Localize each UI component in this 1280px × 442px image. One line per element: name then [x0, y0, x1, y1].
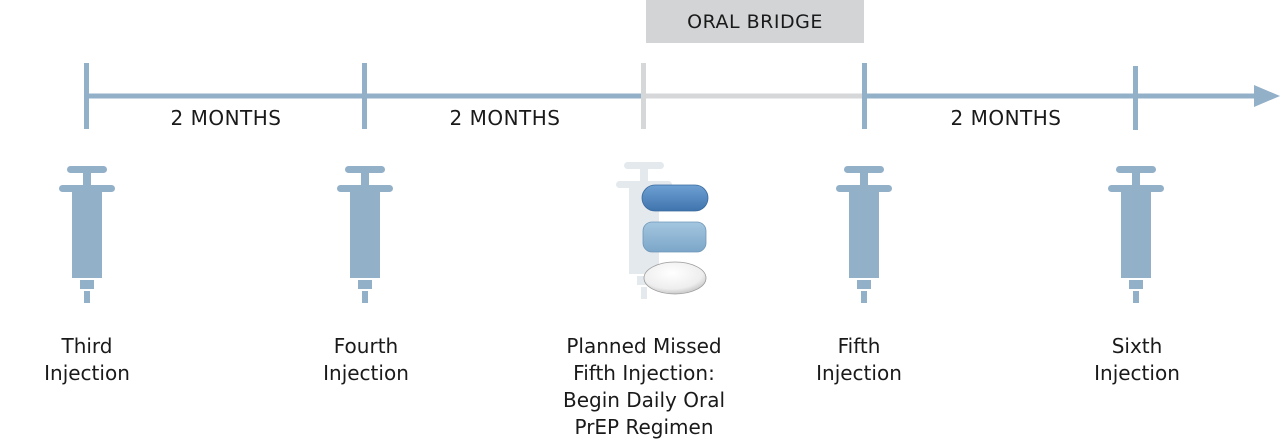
tick-missed: [641, 63, 646, 129]
caption-line: PrEP Regimen: [574, 415, 714, 439]
event-caption-third-injection: Third Injection: [44, 333, 130, 387]
tick-fifth: [862, 63, 867, 129]
caption-line: Injection: [323, 361, 409, 385]
arrow-head-icon: [1254, 85, 1280, 107]
caption-line: Injection: [1094, 361, 1180, 385]
tick-third: [84, 63, 89, 129]
caption-line: Injection: [816, 361, 902, 385]
tick-fourth: [362, 63, 367, 129]
pill-dark-blue-icon: [641, 184, 709, 212]
caption-line: Begin Daily Oral: [562, 388, 726, 412]
event-caption-fifth-injection: Fifth Injection: [816, 333, 902, 387]
oral-bridge-label: ORAL BRIDGE: [646, 0, 864, 43]
caption-line: Injection: [44, 361, 130, 385]
caption-line: Fifth: [837, 334, 881, 358]
event-caption-fourth-injection: Fourth Injection: [323, 333, 409, 387]
caption-line: Sixth: [1111, 334, 1163, 358]
event-caption-sixth-injection: Sixth Injection: [1094, 333, 1180, 387]
syringe-icon: [59, 166, 115, 303]
tick-sixth: [1133, 66, 1138, 130]
interval-label: 2 MONTHS: [950, 106, 1062, 130]
caption-line: Planned Missed: [566, 334, 722, 358]
caption-line: Third: [61, 334, 113, 358]
pill-white-icon: [643, 261, 707, 295]
caption-line: Fifth Injection:: [573, 361, 715, 385]
syringe-icon: [1108, 166, 1164, 303]
interval-label: 2 MONTHS: [170, 106, 282, 130]
syringe-icon: [836, 166, 892, 303]
syringe-icon: [337, 166, 393, 303]
pill-light-blue-icon: [642, 221, 707, 253]
event-caption-missed-injection: Planned Missed Fifth Injection: Begin Da…: [563, 333, 725, 441]
interval-label: 2 MONTHS: [449, 106, 561, 130]
caption-line: Fourth: [333, 334, 399, 358]
